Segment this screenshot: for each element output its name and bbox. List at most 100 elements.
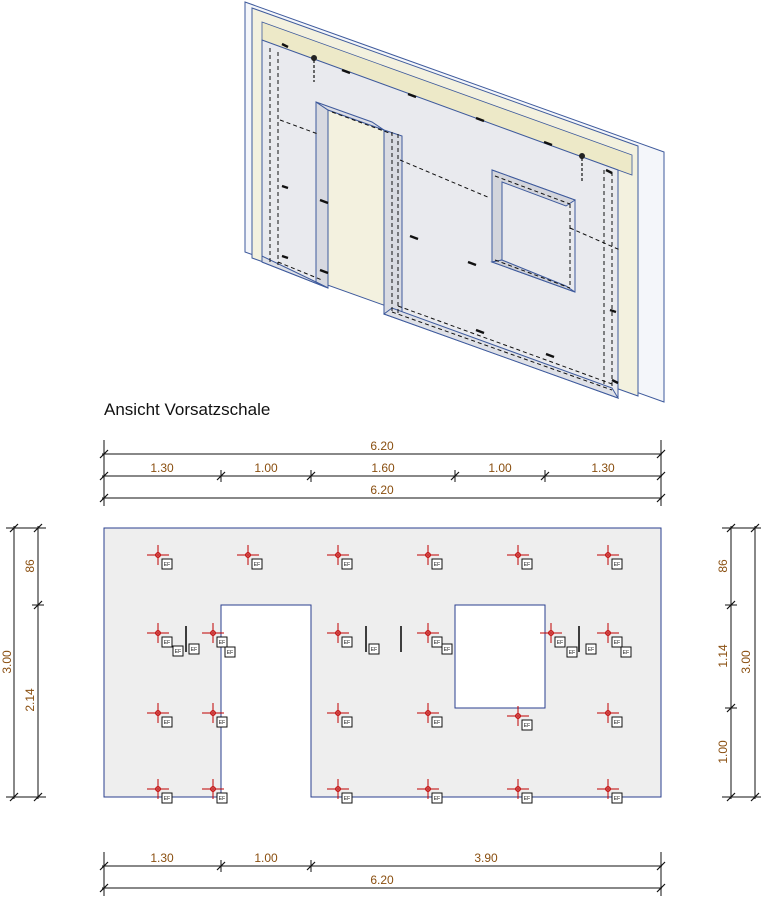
dim-left-total: 3.00 xyxy=(0,650,14,674)
anchor-tag xyxy=(521,719,533,731)
anchor-marker xyxy=(202,703,224,723)
isometric-view xyxy=(244,1,665,403)
anchor-tag-label: EF xyxy=(344,562,350,568)
anchor-marker xyxy=(327,545,349,565)
anchor-tag xyxy=(341,792,353,804)
anchor-tag-label: EF xyxy=(434,562,440,568)
dim-left-seg-2: 2.14 xyxy=(23,688,37,712)
anchor-tag-label: EF xyxy=(524,723,530,729)
anchor-tag-label: EF xyxy=(588,647,594,653)
anchor-tag-label: EF xyxy=(219,640,225,646)
anchor-tag-label: EF xyxy=(614,720,620,726)
anchor-tag xyxy=(161,636,173,648)
anchor-tag-label: EF xyxy=(344,640,350,646)
anchor-tag-label: EF xyxy=(164,796,170,802)
anchor-tag xyxy=(251,558,263,570)
window-sill xyxy=(490,259,576,293)
dim-right-total: 3.00 xyxy=(739,650,753,674)
anchor-marker xyxy=(507,545,529,565)
dim-right-seg-3: 1.00 xyxy=(716,740,730,764)
anchor-marker xyxy=(597,545,619,565)
anchor-tag xyxy=(431,558,443,570)
dim-left-seg-1: 86 xyxy=(23,559,37,573)
dim-top-seg-1: 1.30 xyxy=(150,461,174,475)
top-dimensions: 6.20 1.30 1.00 1.60 1.00 1.30 6.20 xyxy=(99,439,666,506)
anchor-tag-label: EF xyxy=(444,647,450,653)
anchor-stubs-3d xyxy=(281,42,619,385)
anchor-tag xyxy=(188,643,200,655)
anchor-marker xyxy=(327,703,349,723)
anchor-tag xyxy=(216,716,228,728)
dim-bottom-seg-3: 3.90 xyxy=(474,851,498,865)
dim-top-seg-4: 1.00 xyxy=(488,461,512,475)
left-dimensions: 3.00 86 2.14 xyxy=(0,523,46,802)
anchor-tag xyxy=(620,646,632,658)
anchor-tag xyxy=(431,716,443,728)
anchor-tag xyxy=(341,558,353,570)
anchor-tag-label: EF xyxy=(227,650,233,656)
dim-top-seg-3: 1.60 xyxy=(371,461,395,475)
anchor-tag-label: EF xyxy=(164,640,170,646)
door-reveal xyxy=(315,101,329,289)
view-title: Ansicht Vorsatzschale xyxy=(104,400,270,419)
anchor-tag-label: EF xyxy=(569,650,575,656)
anchor-tag-label: EF xyxy=(434,720,440,726)
anchor-marker xyxy=(417,623,439,643)
anchor-tag-label: EF xyxy=(614,796,620,802)
anchor-tag-label: EF xyxy=(219,720,225,726)
anchor-tag xyxy=(521,558,533,570)
anchor-tag-label: EF xyxy=(371,647,377,653)
anchor-tag-label: EF xyxy=(219,796,225,802)
dim-bottom-total: 6.20 xyxy=(370,873,394,887)
anchor-tag-label: EF xyxy=(344,720,350,726)
anchor-tag xyxy=(566,646,578,658)
anchor-tag xyxy=(161,716,173,728)
anchor-marker xyxy=(417,779,439,799)
anchor-tag xyxy=(611,792,623,804)
insulation-front-band xyxy=(261,21,633,176)
anchor-tag-label: EF xyxy=(524,796,530,802)
anchor-tag xyxy=(224,646,236,658)
anchor-tag xyxy=(611,558,623,570)
anchor-tag xyxy=(216,792,228,804)
anchor-tag-label: EF xyxy=(524,562,530,568)
anchor-marker xyxy=(327,623,349,643)
anchor-tag-label: EF xyxy=(557,640,563,646)
dim-top-seg-5: 1.30 xyxy=(591,461,615,475)
anchor-tag-label: EF xyxy=(614,640,620,646)
right-dimensions: 86 1.14 1.00 3.00 xyxy=(716,523,761,802)
anchor-tag xyxy=(161,558,173,570)
anchor-marker xyxy=(417,545,439,565)
anchor-tag xyxy=(441,643,453,655)
anchor-tag-label: EF xyxy=(614,562,620,568)
bottom-dimensions: 1.30 1.00 3.90 6.20 xyxy=(99,851,666,896)
anchor-tag-label: EF xyxy=(623,650,629,656)
anchor-marker xyxy=(147,623,169,643)
anchor-marker xyxy=(237,545,259,565)
dim-top-total-2: 6.20 xyxy=(370,483,394,497)
anchor-tag xyxy=(341,716,353,728)
anchor-marker xyxy=(417,703,439,723)
anchor-tag xyxy=(611,636,623,648)
anchor-tag xyxy=(341,636,353,648)
anchor-marker xyxy=(327,779,349,799)
hidden-lines xyxy=(269,48,621,391)
dim-top-total: 6.20 xyxy=(370,439,394,453)
anchor-tag xyxy=(368,643,380,655)
anchor-tag xyxy=(216,636,228,648)
anchor-marker xyxy=(147,703,169,723)
anchor-marker xyxy=(202,779,224,799)
dim-top-seg-2: 1.00 xyxy=(254,461,278,475)
anchor-tag xyxy=(172,645,184,657)
anchor-tag xyxy=(585,643,597,655)
anchor-tag-label: EF xyxy=(254,562,260,568)
anchor-marker xyxy=(540,623,562,643)
anchor-marker xyxy=(597,623,619,643)
anchor-marker xyxy=(507,706,529,726)
anchor-tag xyxy=(431,636,443,648)
anchor-marker xyxy=(597,703,619,723)
anchor-tag-label: EF xyxy=(191,647,197,653)
anchor-tag xyxy=(431,792,443,804)
